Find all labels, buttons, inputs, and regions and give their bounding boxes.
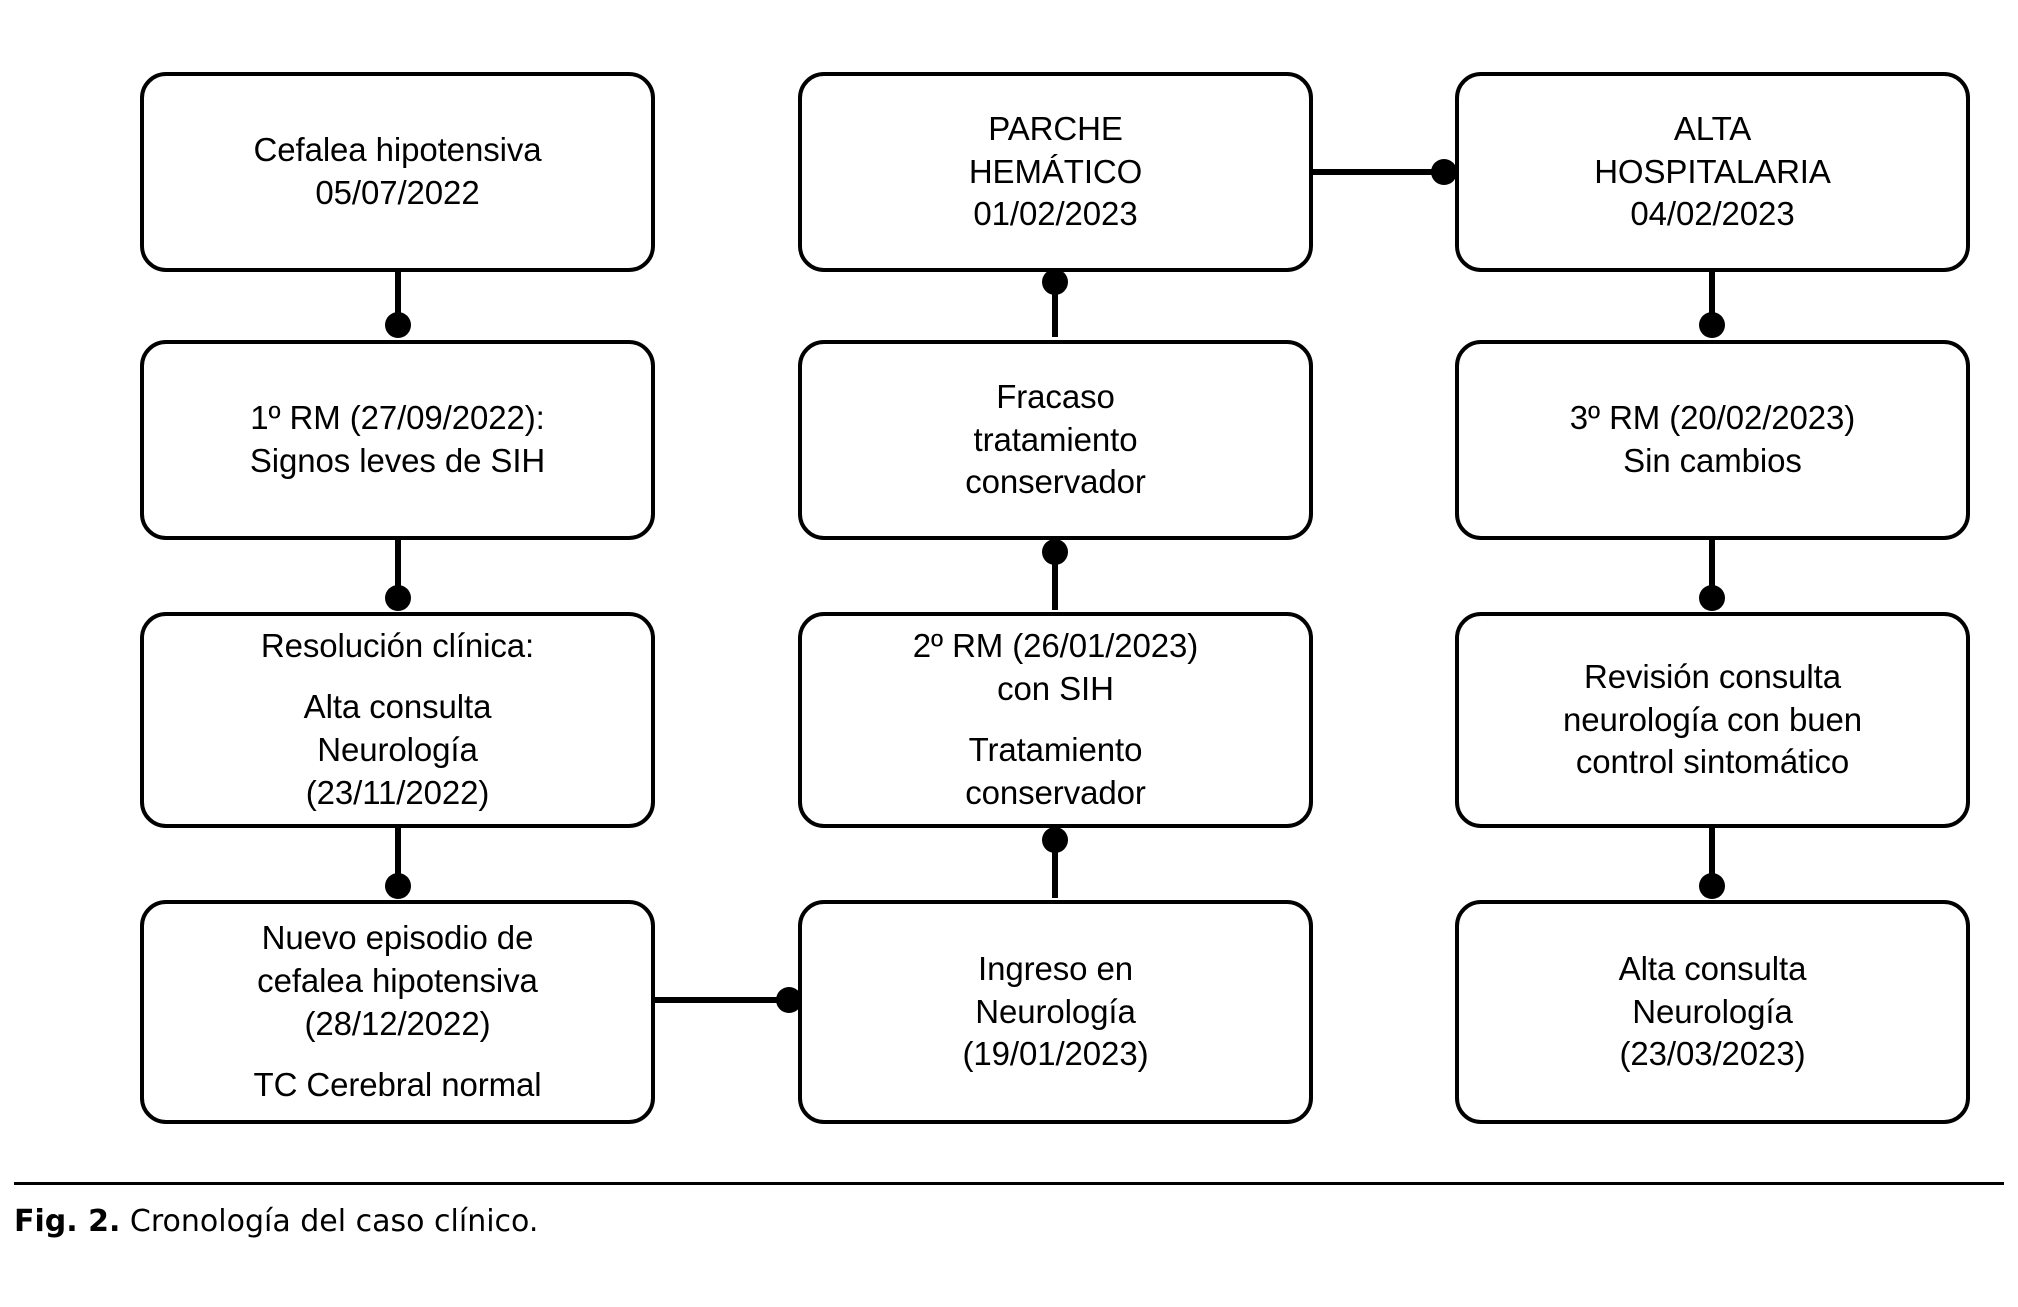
node-line: conservador — [965, 773, 1146, 811]
node-nuevo-episodio[interactable]: Nuevo episodio de cefalea hipotensiva (2… — [140, 900, 655, 1124]
node-line: Neurología — [975, 992, 1136, 1030]
node-line: Cefalea hipotensiva — [253, 131, 542, 169]
node-line: Resolución clínica: — [260, 627, 535, 665]
connector-c2-n1-to-c3-n1 — [1307, 159, 1457, 185]
node-line: HOSPITALARIA — [1594, 152, 1831, 190]
node-tercera-rm[interactable]: 3º RM (20/02/2023) Sin cambios — [1455, 340, 1970, 540]
node-line: Fracaso — [996, 377, 1115, 415]
node-line: Revisión consulta — [1584, 657, 1841, 695]
node-primera-rm[interactable]: 1º RM (27/09/2022): Signos leves de SIH — [140, 340, 655, 540]
node-line: PARCHE — [988, 109, 1123, 147]
node-line: conservador — [965, 463, 1146, 501]
connector-c3-n2-to-n3 — [1699, 540, 1725, 611]
node-line: (19/01/2023) — [962, 1035, 1149, 1073]
node-line: Ingreso en — [978, 949, 1133, 987]
node-alta-hospitalaria[interactable]: ALTA HOSPITALARIA 04/02/2023 — [1455, 72, 1970, 272]
node-fracaso-tratamiento[interactable]: Fracaso tratamiento conservador — [798, 340, 1313, 540]
node-line: Signos leves de SIH — [249, 442, 546, 479]
node-line: Sin cambios — [1623, 442, 1802, 479]
connector-c2-n3-to-n2 — [1042, 539, 1068, 610]
node-line: 1º RM (27/09/2022): — [250, 399, 545, 437]
node-alta-consulta[interactable]: Alta consulta Neurología (23/03/2023) — [1455, 900, 1970, 1124]
node-line: (23/03/2023) — [1619, 1035, 1806, 1073]
figure-caption-text — [120, 1204, 130, 1239]
node-line: cefalea hipotensiva — [257, 962, 538, 1000]
connector-c1-n2-to-n3 — [385, 540, 411, 611]
node-line: Neurología — [317, 731, 478, 768]
connector-c2-n4-to-n3 — [1042, 827, 1068, 898]
node-line: Nuevo episodio de — [261, 919, 534, 957]
connector-c1-n4-to-c2-n4 — [651, 987, 802, 1013]
node-segunda-rm[interactable]: 2º RM (26/01/2023) con SIH Tratamiento c… — [798, 612, 1313, 828]
node-revision-consulta[interactable]: Revisión consulta neurología con buen co… — [1455, 612, 1970, 828]
node-line: 04/02/2023 — [1630, 195, 1795, 233]
connector-c1-n3-to-n4 — [385, 828, 411, 899]
node-line: 05/07/2022 — [315, 174, 480, 211]
node-line: Neurología — [1632, 992, 1793, 1030]
figure-caption: Fig. 2. Cronología del caso clínico. — [14, 1204, 538, 1240]
connector-c3-n1-to-n2 — [1699, 270, 1725, 338]
node-line: 2º RM (26/01/2023) — [912, 627, 1199, 665]
node-line: Alta consulta — [303, 688, 492, 726]
node-ingreso-neurologia[interactable]: Ingreso en Neurología (19/01/2023) — [798, 900, 1313, 1124]
node-line: (23/11/2022) — [305, 773, 490, 811]
node-line: TC Cerebral normal — [253, 1065, 542, 1103]
node-line: Tratamiento — [968, 731, 1143, 768]
node-line: HEMÁTICO — [968, 152, 1143, 190]
node-line: ALTA — [1673, 109, 1752, 147]
node-parche-hematico[interactable]: PARCHE HEMÁTICO 01/02/2023 — [798, 72, 1313, 272]
caption-divider — [14, 1182, 2004, 1185]
node-line: (28/12/2022) — [304, 1005, 491, 1042]
figure-caption-body: Cronología del caso clínico. — [129, 1204, 539, 1239]
node-line: control sintomático — [1575, 743, 1850, 781]
connector-c2-n2-to-n1 — [1042, 269, 1068, 337]
node-line: 01/02/2023 — [973, 195, 1138, 233]
connector-c3-n3-to-n4 — [1699, 828, 1725, 899]
node-line: con SIH — [997, 670, 1114, 708]
connector-c1-n1-to-n2 — [385, 270, 411, 338]
node-resolucion-clinica[interactable]: Resolución clínica: Alta consulta Neurol… — [140, 612, 655, 828]
node-line: Alta consulta — [1618, 949, 1807, 987]
node-cefalea-hipotensiva[interactable]: Cefalea hipotensiva 05/07/2022 — [140, 72, 655, 272]
node-line: neurología con buen — [1562, 700, 1863, 738]
node-line: 3º RM (20/02/2023) — [1569, 399, 1856, 437]
node-line: tratamiento — [973, 420, 1138, 458]
figure-number: Fig. 2. — [14, 1204, 121, 1239]
flowchart: Cefalea hipotensiva 05/07/2022 1º RM (27… — [140, 72, 1970, 1124]
